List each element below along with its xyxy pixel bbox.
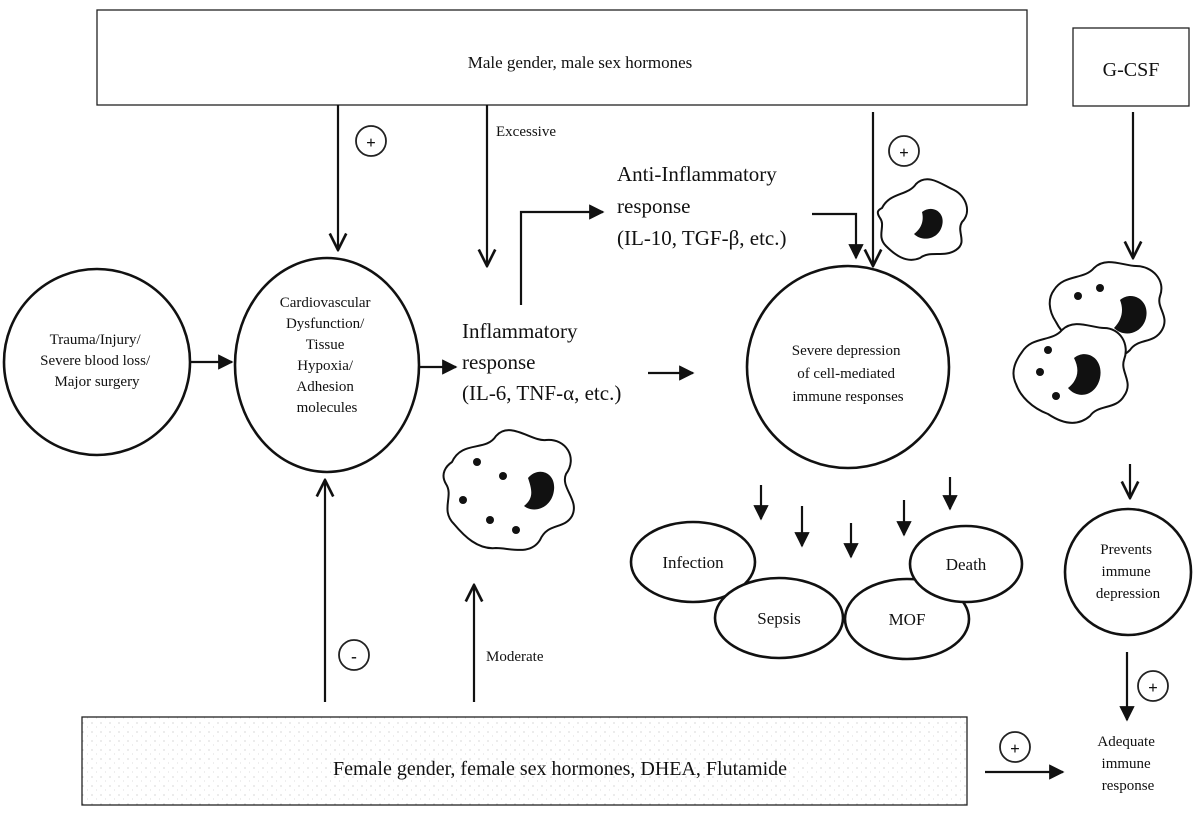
female-hormones-box: Female gender, female sex hormones, DHEA… xyxy=(81,716,968,806)
svg-text:Infection: Infection xyxy=(662,553,724,572)
svg-text:+: + xyxy=(366,133,376,152)
trauma-node: Trauma/Injury/ Severe blood loss/ Major … xyxy=(2,267,192,457)
male-hormones-label: Male gender, male sex hormones xyxy=(468,53,693,72)
outcome-death: Death xyxy=(908,524,1024,604)
svg-text:+: + xyxy=(1148,678,1158,697)
excessive-label: Excessive xyxy=(496,124,556,140)
cardiovascular-label: Cardiovascular Dysfunction/ Tissue Hypox… xyxy=(280,295,375,416)
small-cell-icon xyxy=(876,178,969,261)
svg-text:+: + xyxy=(899,143,909,162)
male-hormones-box: Male gender, male sex hormones xyxy=(96,9,1028,106)
plus-sign-4: + xyxy=(999,731,1031,763)
plus-sign-2: + xyxy=(888,135,920,167)
depression-label: Severe depression of cell-mediated immun… xyxy=(792,343,904,405)
cluster-cell-icon-2 xyxy=(1012,323,1129,424)
svg-text:MOF: MOF xyxy=(889,610,926,629)
anti-inflammatory-label: Anti-Inflammatory response (IL-10, TGF-β… xyxy=(617,162,787,250)
arrow-anti-to-depression xyxy=(812,212,864,260)
plus-sign-1: + xyxy=(355,125,387,157)
outcome-infection: Infection xyxy=(629,520,757,604)
gcsf-label: G-CSF xyxy=(1103,59,1160,81)
macrophage-cell-icon xyxy=(442,429,575,551)
svg-text:-: - xyxy=(351,647,357,666)
svg-text:Sepsis: Sepsis xyxy=(757,609,800,628)
plus-sign-3: + xyxy=(1137,670,1169,702)
trauma-label: Trauma/Injury/ Severe blood loss/ Major … xyxy=(40,332,154,390)
prevents-label: Prevents immune depression xyxy=(1096,542,1161,602)
arrow-inflammatory-to-anti xyxy=(519,204,605,305)
moderate-label: Moderate xyxy=(486,649,544,665)
gcsf-box: G-CSF xyxy=(1072,27,1190,107)
prevents-node: Prevents immune depression xyxy=(1063,507,1193,637)
svg-text:Death: Death xyxy=(946,555,987,574)
svg-text:+: + xyxy=(1010,739,1020,758)
depression-node: Severe depression of cell-mediated immun… xyxy=(745,264,951,470)
female-hormones-label: Female gender, female sex hormones, DHEA… xyxy=(333,758,787,780)
arrows xyxy=(190,105,1133,780)
minus-sign: - xyxy=(338,639,370,671)
outcome-sepsis: Sepsis xyxy=(713,576,845,660)
inflammatory-response-label: Inflammatory response (IL-6, TNF-α, etc.… xyxy=(462,319,621,405)
adequate-response-label: Adequate immune response xyxy=(1097,734,1158,794)
outcome-mof: MOF xyxy=(843,577,971,661)
cardiovascular-node: Cardiovascular Dysfunction/ Tissue Hypox… xyxy=(233,256,421,474)
